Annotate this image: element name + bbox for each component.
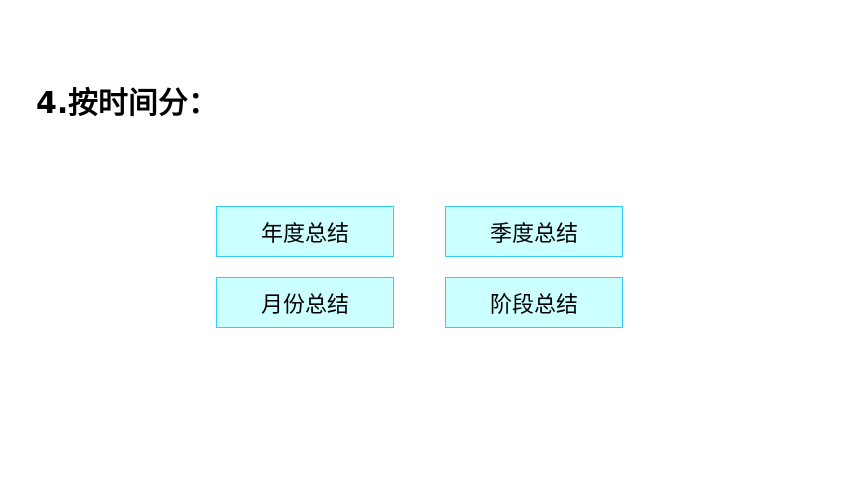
section-heading: 4.按时间分： — [36, 86, 219, 121]
category-box-monthly: 月份总结 — [216, 277, 394, 328]
category-box-quarterly: 季度总结 — [445, 206, 623, 257]
category-box-phase: 阶段总结 — [445, 277, 623, 328]
category-box-annual: 年度总结 — [216, 206, 394, 257]
category-grid: 年度总结 季度总结 月份总结 阶段总结 — [216, 206, 624, 330]
